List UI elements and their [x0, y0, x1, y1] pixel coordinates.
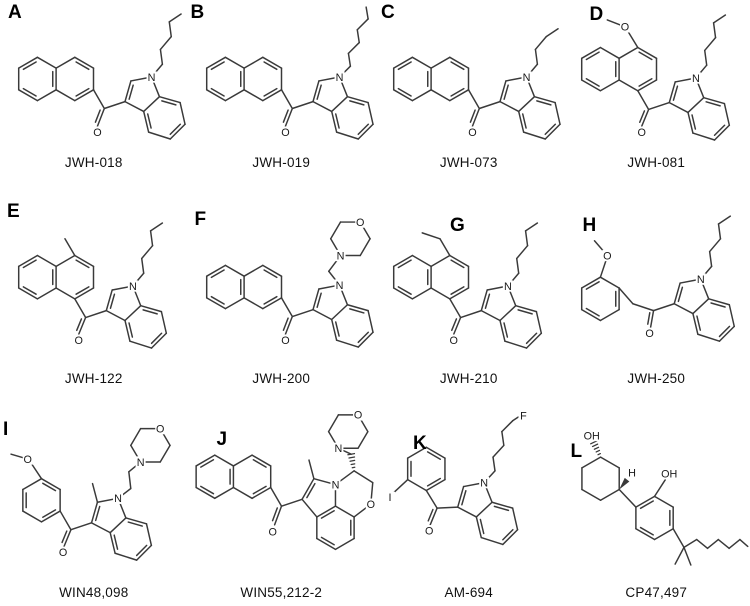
svg-text:N: N [523, 72, 531, 84]
compound-panel-i: I O O N N O WIN48,098 [0, 394, 188, 606]
svg-text:O: O [645, 328, 653, 340]
svg-text:O: O [637, 127, 645, 139]
panel-letter: F [194, 209, 207, 230]
svg-text:N: N [129, 281, 137, 293]
compound-panel-f: F O N N O JWH-200 [188, 196, 376, 394]
svg-text:O: O [356, 217, 364, 229]
compound-name: JWH-122 [64, 371, 123, 386]
compound-name: JWH-250 [627, 371, 686, 386]
compound-panel-k: K I O N F AM-694 [375, 394, 563, 606]
structure-drawing: I O N F [385, 410, 529, 546]
svg-text:N: N [335, 72, 343, 84]
panel-letter: L [570, 441, 583, 462]
structure-drawing: ON [18, 13, 187, 140]
svg-text:N: N [148, 72, 156, 84]
svg-text:OH: OH [661, 469, 677, 481]
svg-text:N: N [697, 274, 705, 286]
svg-text:O: O [366, 499, 374, 511]
svg-text:O: O [75, 335, 83, 347]
compound-name: WIN48,098 [59, 585, 129, 600]
svg-text:O: O [24, 454, 32, 466]
structure-drawing: ON [393, 28, 562, 140]
compound-panel-j: J O N O N O WIN55,212-2 [188, 394, 376, 606]
svg-text:N: N [114, 493, 122, 505]
structure-drawing: ON [393, 222, 543, 349]
structure-drawing: O N O N O [195, 410, 375, 551]
compound-name: JWH-081 [627, 155, 686, 170]
compound-name: CP47,497 [625, 585, 688, 600]
svg-text:O: O [425, 526, 433, 538]
structure-drawing: O O N [580, 14, 730, 141]
panel-letter: J [216, 429, 228, 450]
svg-text:O: O [281, 335, 289, 347]
svg-text:N: N [504, 281, 512, 293]
panel-letter: C [381, 2, 395, 23]
svg-text:O: O [468, 127, 476, 139]
compound-name: JWH-073 [439, 155, 498, 170]
svg-text:O: O [268, 527, 276, 539]
svg-text:N: N [334, 443, 342, 455]
panel-letter: H [582, 215, 597, 236]
structure-drawing: OH H OH [580, 429, 749, 566]
compound-name: WIN55,212-2 [240, 585, 323, 600]
svg-text:N: N [331, 479, 339, 491]
svg-text:O: O [59, 547, 67, 559]
structure-drawing: O O N [580, 215, 735, 342]
svg-text:F: F [520, 411, 527, 423]
svg-text:H: H [628, 468, 636, 480]
compound-name: JWH-200 [252, 371, 311, 386]
panel-letter: I [3, 419, 9, 440]
panel-letter: K [413, 433, 427, 454]
structure-drawing: O O N N O [10, 423, 172, 561]
svg-text:N: N [481, 477, 489, 489]
svg-text:N: N [692, 73, 700, 85]
panel-letter: A [8, 2, 22, 23]
svg-text:O: O [93, 127, 101, 139]
svg-text:O: O [603, 250, 611, 262]
panel-letter: G [450, 215, 465, 236]
compound-name: AM-694 [444, 585, 493, 600]
svg-text:OH: OH [583, 430, 599, 442]
structure-drawing: O N N O [205, 216, 374, 348]
panel-letter: B [190, 2, 205, 23]
structure-drawing: ON [18, 222, 168, 349]
compound-name: JWH-210 [439, 371, 498, 386]
svg-text:O: O [156, 423, 164, 435]
panel-letter: E [7, 201, 20, 222]
svg-text:O: O [450, 335, 458, 347]
svg-text:O: O [354, 410, 362, 422]
compound-name: JWH-019 [252, 155, 311, 170]
compound-panel-h: H O O N JWH-250 [563, 196, 750, 394]
svg-text:N: N [335, 280, 343, 292]
panel-letter: D [589, 4, 604, 25]
structure-drawing: ON [205, 6, 374, 140]
svg-text:N: N [336, 250, 344, 262]
svg-text:O: O [281, 127, 289, 139]
compound-panel-d: D O O N JWH-081 [563, 0, 750, 196]
svg-text:I: I [389, 492, 392, 504]
compound-name: JWH-018 [64, 155, 123, 170]
compound-panel-l: L OH H OH CP47,497 [563, 394, 750, 606]
svg-text:O: O [621, 22, 629, 34]
svg-text:N: N [137, 457, 145, 469]
